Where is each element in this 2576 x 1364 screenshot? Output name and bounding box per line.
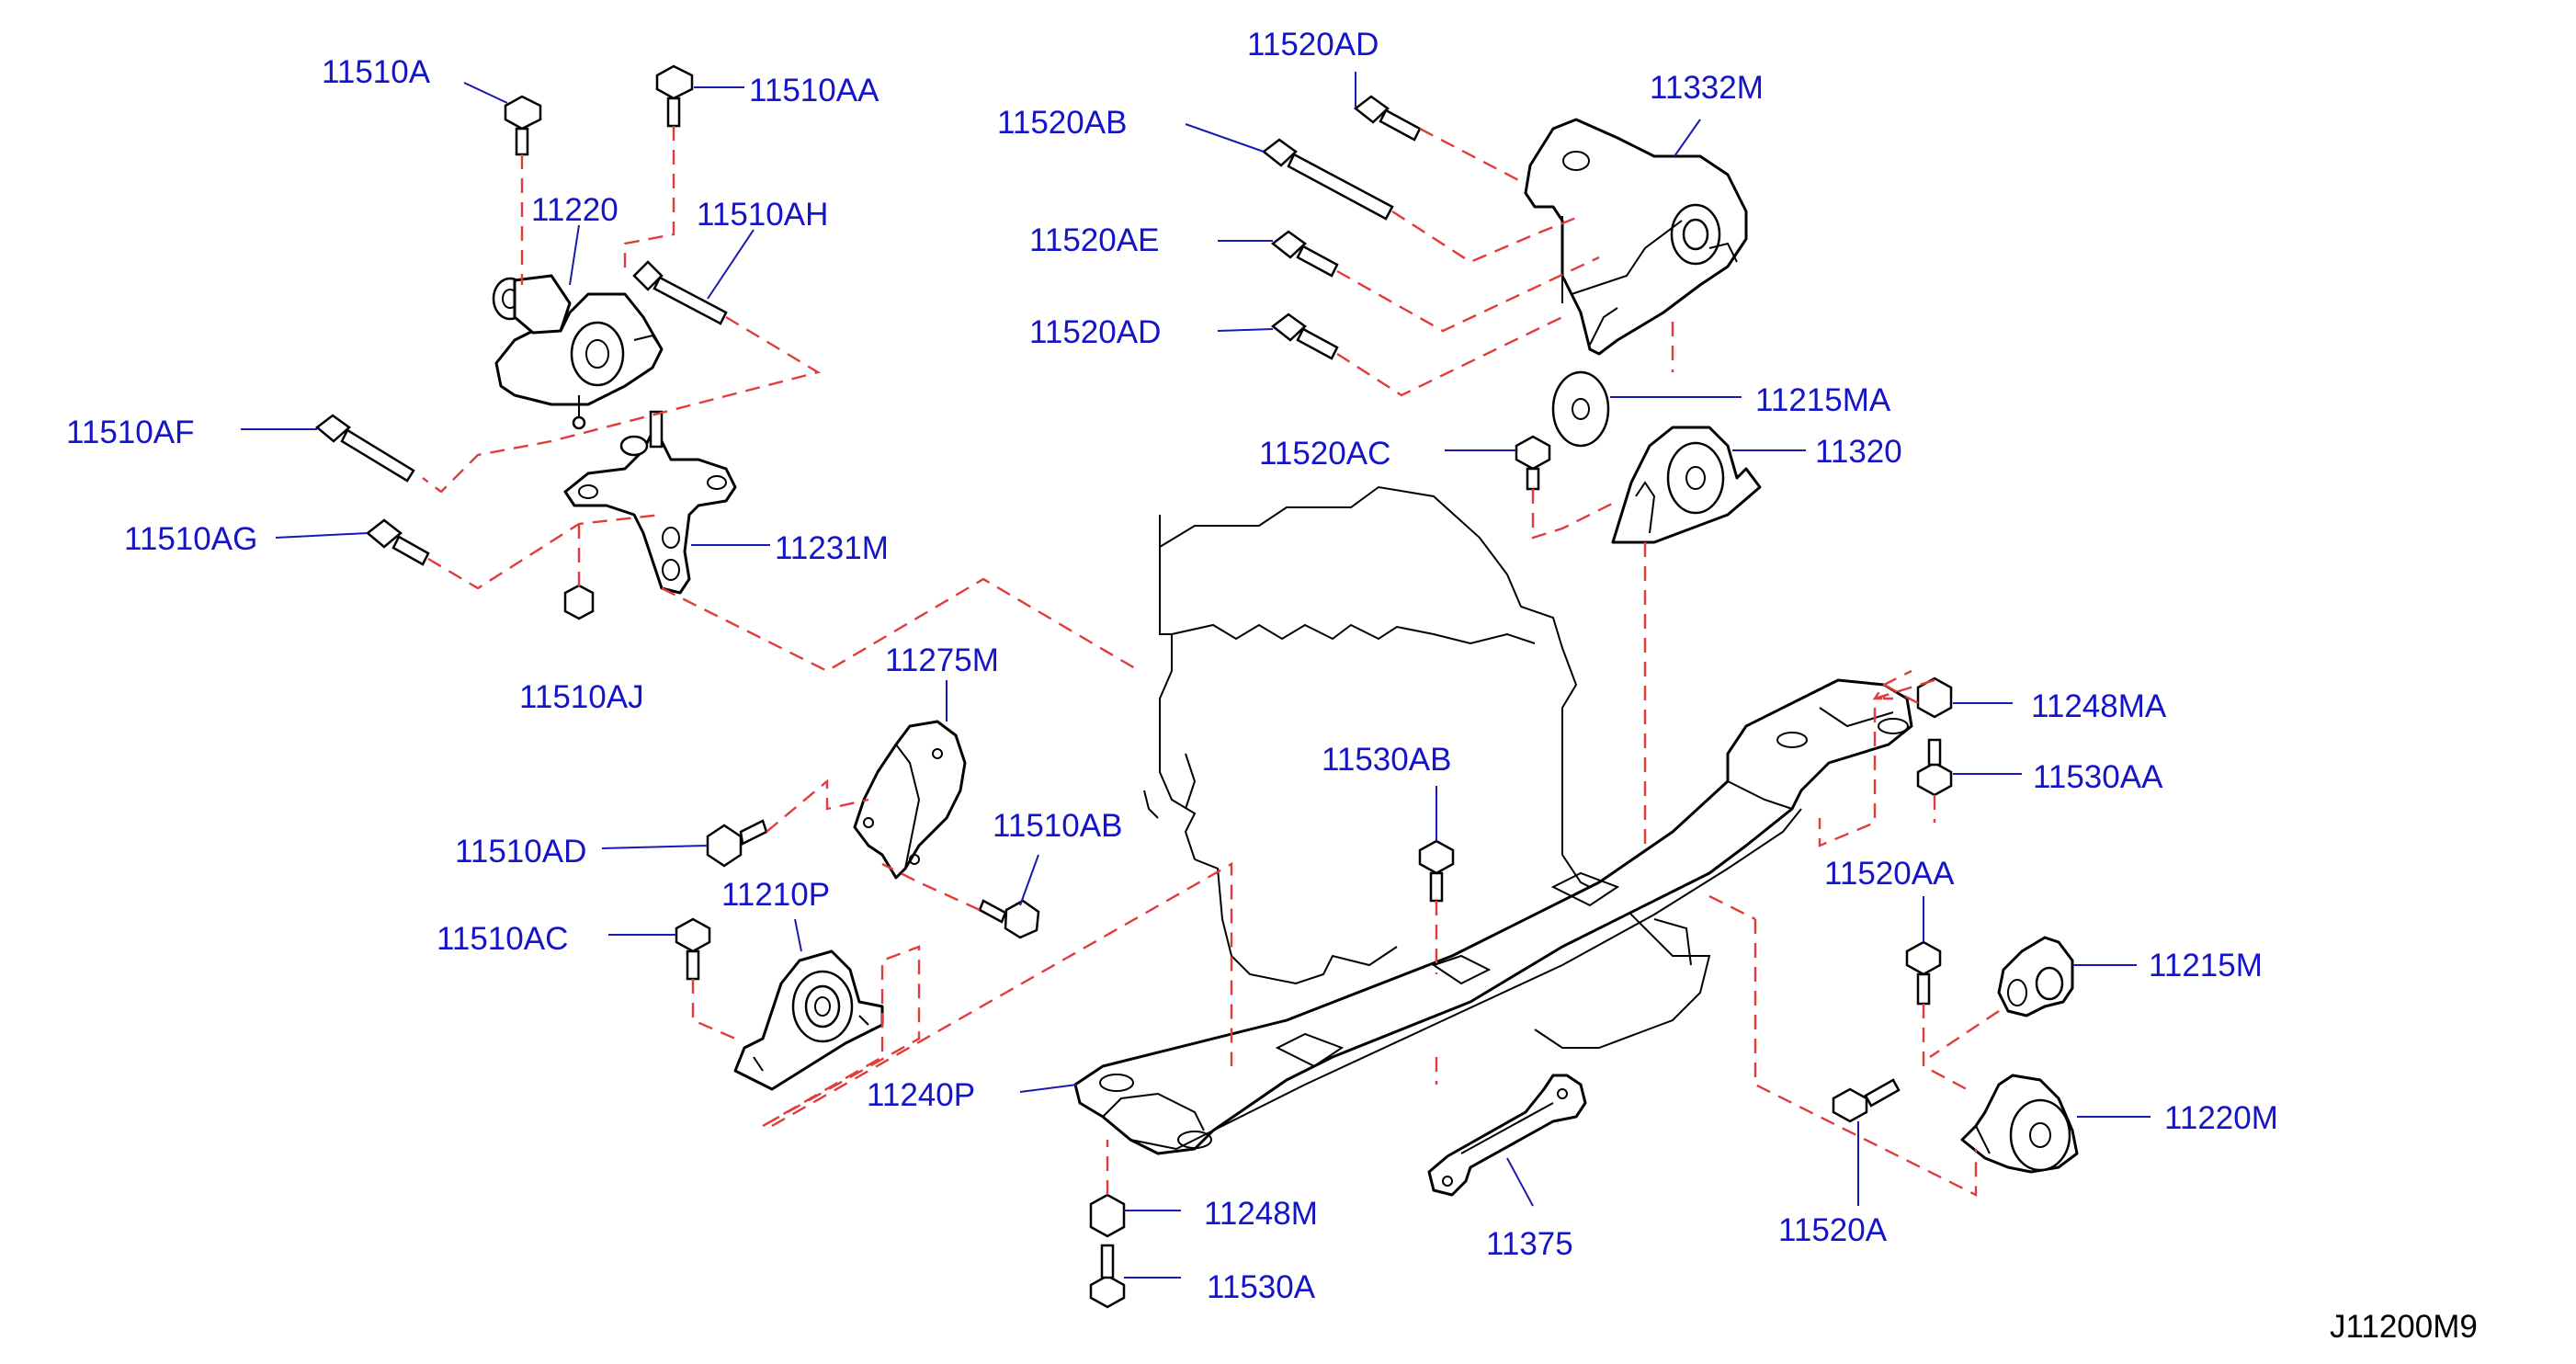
label-11530AA: 11530AA [2033, 759, 2163, 795]
label-11530AB: 11530AB [1322, 742, 1451, 778]
bolt-11520AD-lower [1270, 313, 1339, 360]
label-11510AA: 11510AA [749, 73, 879, 108]
nut-11248MA [1916, 676, 1953, 719]
torque-rod-11375 [1427, 1074, 1587, 1197]
label-11215MA: 11215MA [1755, 382, 1891, 418]
bolt-11510AG [366, 518, 430, 566]
label-11375: 11375 [1486, 1226, 1573, 1262]
bolt-11510AD [706, 819, 768, 868]
bolt-11520AA [1905, 940, 1942, 1006]
label-11275M: 11275M [885, 642, 999, 678]
label-11520AB: 11520AB [997, 105, 1127, 141]
engine-mount-11220 [492, 274, 664, 430]
bolt-11520AE [1270, 230, 1339, 278]
label-11510AD: 11510AD [455, 834, 586, 870]
engine-mount-11220M [1960, 1074, 2079, 1174]
label-11520A: 11520A [1778, 1212, 1888, 1248]
bolt-11530AB [1418, 839, 1455, 903]
bracket-11231M [563, 410, 737, 595]
label-11220: 11220 [531, 192, 618, 228]
engine-mount-11210P [733, 949, 884, 1091]
bolt-11510AF [314, 414, 415, 483]
label-11510AJ: 11510AJ [519, 679, 644, 715]
label-11520AA: 11520AA [1824, 856, 1955, 892]
bolt-11530A [1089, 1244, 1126, 1309]
crossmember-11240P [1073, 678, 1913, 1155]
bolt-11510AH [632, 260, 728, 325]
bracket-11332M [1524, 118, 1748, 356]
label-11220M: 11220M [2164, 1100, 2278, 1136]
bolt-11510AB [978, 899, 1040, 939]
label-11231M: 11231M [775, 530, 889, 566]
label-11248M: 11248M [1204, 1196, 1318, 1232]
label-11510AG: 11510AG [124, 521, 257, 557]
bolt-11520AC [1515, 435, 1551, 491]
label-11520AC: 11520AC [1259, 436, 1390, 472]
nut-11248M [1089, 1193, 1126, 1238]
label-11520AE: 11520AE [1029, 222, 1159, 258]
bolt-11510AA [655, 64, 694, 128]
bracket-11275M [853, 720, 967, 880]
label-11510AB: 11510AB [993, 808, 1122, 844]
diagram-code: J11200M9 [2330, 1309, 2478, 1345]
bolt-11520AB [1261, 138, 1394, 221]
label-11240P: 11240P [867, 1077, 975, 1113]
label-11332M: 11332M [1650, 70, 1764, 106]
part-labels: 11510A 11510AA 11220 11510AH 11510AF 115… [66, 27, 2278, 1305]
engine-mount-11320 [1611, 426, 1762, 544]
washer-11215MA [1551, 370, 1610, 448]
label-11215M: 11215M [2149, 948, 2263, 983]
leader-lines [241, 72, 2150, 1279]
bolt-11520AD-top [1353, 95, 1422, 142]
bolt-11510A [504, 95, 542, 156]
label-11520AD-top: 11520AD [1247, 27, 1379, 63]
label-11510AH: 11510AH [697, 197, 828, 233]
nut-11510AJ [563, 584, 595, 620]
bolt-11520A [1832, 1078, 1901, 1123]
engine-mount-11215M [1997, 936, 2074, 1017]
bolt-11510AC [675, 917, 711, 981]
assembly-lines [422, 126, 2000, 1197]
label-11248MA: 11248MA [2031, 688, 2167, 724]
bolt-11530AA [1916, 738, 1953, 797]
label-11520AD-lower: 11520AD [1029, 314, 1161, 350]
label-11530A: 11530A [1207, 1269, 1316, 1305]
label-11210P: 11210P [721, 877, 830, 913]
label-11510AF: 11510AF [66, 415, 194, 450]
label-11320: 11320 [1815, 434, 1902, 470]
label-11510A: 11510A [322, 54, 431, 90]
label-11510AC: 11510AC [437, 921, 568, 957]
